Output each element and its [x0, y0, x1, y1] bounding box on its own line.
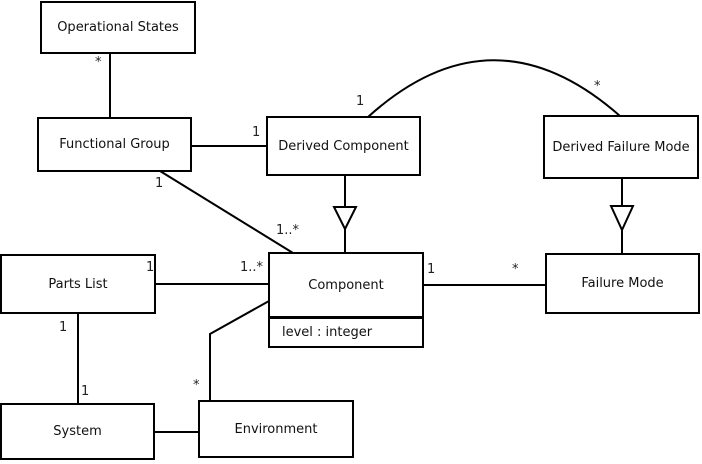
class-parts-list: Parts List	[0, 254, 156, 314]
class-name-label: Functional Group	[59, 137, 170, 152]
class-derived-component: Derived Component	[266, 116, 421, 176]
mult-parts-list-bottom-end: 1	[59, 320, 68, 335]
mult-derived-component-end: 1	[252, 125, 261, 140]
class-name-label: Derived Component	[278, 138, 409, 154]
class-name-label: Derived Failure Mode	[552, 139, 690, 155]
class-system: System	[0, 403, 155, 460]
class-derived-failure-mode: Derived Failure Mode	[543, 115, 699, 179]
edge-component-environment	[209, 300, 270, 401]
class-name-label: Parts List	[48, 276, 108, 292]
mult-arc-derived-failure-mode-end: *	[594, 79, 601, 94]
class-name-label: Component	[308, 277, 384, 293]
class-environment: Environment	[198, 400, 354, 458]
class-name-label: Environment	[234, 421, 318, 437]
mult-system-end: 1	[81, 384, 90, 399]
mult-environment-end: *	[193, 378, 200, 393]
class-operational-states: Operational States	[40, 1, 196, 54]
generalization-derived-component-component	[332, 175, 358, 254]
class-name-label: Failure Mode	[581, 276, 664, 291]
mult-failure-mode-end: *	[512, 262, 519, 277]
class-name-label: System	[53, 424, 102, 439]
edge-functional-group-component	[159, 170, 294, 254]
mult-component-end-diagonal: 1..*	[276, 223, 300, 238]
hollow-triangle-icon	[609, 205, 635, 233]
class-failure-mode: Failure Mode	[545, 253, 700, 314]
generalization-derived-failure-mode-failure-mode	[609, 178, 635, 255]
class-component: Component level : integer	[268, 252, 424, 348]
mult-operational-states-end: *	[95, 55, 102, 70]
class-name-label: Operational States	[57, 20, 179, 35]
edge-arc-derived-component-derived-failure-mode	[367, 59, 621, 118]
mult-parts-list-end: 1	[146, 260, 155, 275]
hollow-triangle-icon	[332, 206, 358, 232]
class-attribute-label: level : integer	[270, 316, 422, 346]
mult-component-end-right: 1	[427, 262, 436, 277]
mult-component-end-left: 1..*	[240, 260, 264, 275]
class-functional-group: Functional Group	[37, 117, 192, 172]
mult-arc-derived-component-end: 1	[356, 94, 365, 109]
mult-functional-group-end: 1	[155, 176, 164, 191]
